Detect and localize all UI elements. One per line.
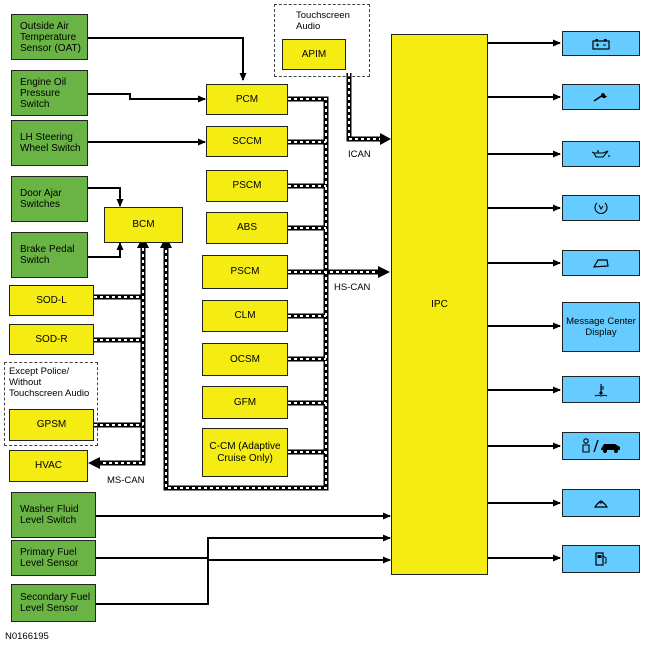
wrench-icon	[593, 93, 607, 102]
except-police-label: Except Police/ Without Touchscreen Audio	[9, 366, 90, 399]
engine-oil-pressure-switch: Engine Oil Pressure Switch	[11, 70, 88, 116]
coolant-temp-indicator	[562, 376, 640, 403]
hvac-module: HVAC	[9, 450, 88, 482]
gfm-module: GFM	[202, 386, 288, 419]
ipc-module: IPC	[391, 34, 488, 575]
can-bus-dashes	[94, 73, 380, 489]
airbag-and-car-icon	[582, 438, 620, 453]
sod-l-module: SOD-L	[9, 285, 94, 316]
apim-module: APIM	[282, 39, 346, 70]
oil-can-icon	[591, 150, 610, 158]
abs-module: ABS	[206, 212, 288, 244]
gpsm-module: GPSM	[9, 409, 94, 441]
except-police-group	[4, 362, 98, 446]
fuel-indicator	[562, 545, 640, 573]
pscm-module-lower: PSCM	[202, 255, 288, 289]
ccm-module: C-CM (Adaptive Cruise Only)	[202, 428, 288, 477]
bcm-module: BCM	[104, 207, 183, 243]
washer-fluid-level-switch: Washer Fluid Level Switch	[11, 492, 96, 538]
hs-can-label: HS-CAN	[334, 282, 371, 293]
touchscreen-audio-group	[274, 4, 370, 77]
clm-module: CLM	[202, 300, 288, 332]
battery-indicator	[562, 31, 640, 56]
pcm-module: PCM	[206, 84, 288, 115]
primary-fuel-level-sensor: Primary Fuel Level Sensor	[11, 540, 96, 576]
figure-id: N0166195	[5, 631, 49, 642]
fuel-pump-icon	[595, 552, 607, 566]
door-ajar-switches: Door Ajar Switches	[11, 176, 88, 222]
ican-label: ICAN	[348, 149, 371, 160]
washer-fluid-indicator	[562, 489, 640, 517]
ocsm-module: OCSM	[202, 343, 288, 376]
airbag-indicator	[562, 432, 640, 460]
sccm-module: SCCM	[206, 126, 288, 157]
oil-pressure-indicator	[562, 141, 640, 167]
secondary-fuel-level-sensor: Secondary Fuel Level Sensor	[11, 584, 96, 622]
brake-pad-icon	[594, 202, 608, 214]
sod-r-module: SOD-R	[9, 324, 94, 355]
hardwire-lines	[88, 37, 561, 605]
wrench-indicator	[562, 84, 640, 110]
touchscreen-audio-label: Touchscreen Audio	[296, 10, 350, 32]
oat-sensor: Outside Air Temperature Sensor (OAT)	[11, 14, 88, 60]
message-center-display: Message Center Display	[562, 302, 640, 352]
washer-fluid-icon	[593, 500, 609, 508]
brake-pedal-switch: Brake Pedal Switch	[11, 232, 88, 278]
brake-pad-indicator	[562, 195, 640, 221]
ms-can-label: MS-CAN	[107, 475, 145, 486]
pscm-module-upper: PSCM	[206, 170, 288, 202]
open-door-icon	[592, 259, 609, 268]
coolant-temperature-icon	[594, 383, 608, 397]
battery-icon	[592, 38, 610, 50]
lh-steering-wheel-switch: LH Steering Wheel Switch	[11, 120, 88, 166]
door-ajar-indicator	[562, 250, 640, 276]
